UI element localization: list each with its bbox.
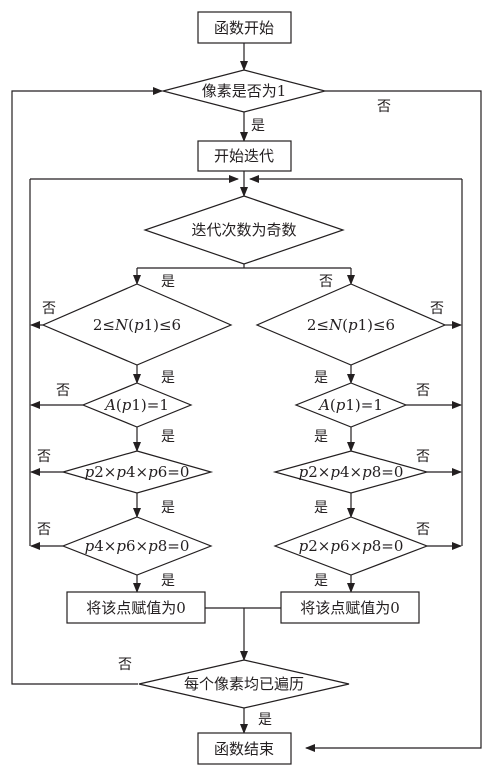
right-decision-p248-text: p2×p4×p8=0 bbox=[299, 463, 404, 481]
end-text: 函数结束 bbox=[214, 740, 274, 758]
label-no-right-a: 否 bbox=[416, 383, 430, 399]
branch-labels: 否 是 是 否 否 是 否 是 否 是 否 是 否 是 否 是 否 是 否 是 … bbox=[37, 99, 444, 728]
label-yes-left-a: 是 bbox=[161, 429, 175, 445]
begin-iteration-text: 开始迭代 bbox=[214, 147, 274, 165]
label-no-pixel-one: 否 bbox=[377, 99, 391, 115]
start-text: 函数开始 bbox=[214, 19, 274, 37]
end-node: 函数结束 bbox=[197, 732, 292, 765]
decision-pixel-one-text: 像素是否为1 bbox=[202, 82, 287, 100]
label-no-iteration-odd: 否 bbox=[319, 274, 333, 290]
label-no-right-n: 否 bbox=[430, 301, 444, 317]
label-no-all-traversed: 否 bbox=[118, 657, 132, 673]
decision-iteration-odd: 迭代次数为奇数 bbox=[143, 195, 345, 265]
left-decision-n-range: 2≤N(p1)≤6 bbox=[41, 283, 233, 366]
label-yes-right-p248: 是 bbox=[314, 500, 328, 516]
label-yes-left-n: 是 bbox=[161, 370, 175, 386]
right-decision-p268: p2×p6×p8=0 bbox=[273, 516, 429, 576]
decision-iteration-odd-text: 迭代次数为奇数 bbox=[191, 221, 296, 239]
label-no-left-p246: 否 bbox=[37, 449, 51, 465]
connectors bbox=[11, 43, 482, 752]
decision-all-traversed-text: 每个像素均已遍历 bbox=[184, 675, 304, 693]
left-decision-p246: p2×p4×p6=0 bbox=[60, 450, 214, 494]
label-yes-right-p268: 是 bbox=[314, 573, 328, 589]
left-decision-a-text: A(p1)=1 bbox=[103, 396, 169, 414]
right-assign-node: 将该点赋值为0 bbox=[280, 591, 420, 624]
left-decision-p468: p4×p6×p8=0 bbox=[61, 516, 213, 576]
left-decision-n-range-text: 2≤N(p1)≤6 bbox=[93, 316, 181, 334]
left-decision-a: A(p1)=1 bbox=[81, 382, 193, 428]
label-yes-right-n: 是 bbox=[314, 370, 328, 386]
left-assign-text: 将该点赋值为0 bbox=[86, 599, 186, 617]
label-yes-iteration-odd: 是 bbox=[161, 274, 175, 290]
start-node: 函数开始 bbox=[197, 11, 292, 44]
label-no-left-n: 否 bbox=[42, 301, 56, 317]
label-yes-left-p468: 是 bbox=[161, 573, 175, 589]
label-no-right-p248: 否 bbox=[416, 449, 430, 465]
label-yes-all-traversed: 是 bbox=[258, 712, 272, 728]
left-decision-p246-text: p2×p4×p6=0 bbox=[85, 463, 190, 481]
right-decision-n-range: 2≤N(p1)≤6 bbox=[255, 283, 447, 366]
label-yes-right-a: 是 bbox=[314, 429, 328, 445]
right-decision-p268-text: p2×p6×p8=0 bbox=[299, 537, 404, 555]
decision-pixel-one: 像素是否为1 bbox=[160, 69, 328, 113]
right-decision-a-text: A(p1)=1 bbox=[317, 396, 383, 414]
label-no-left-p468: 否 bbox=[37, 522, 51, 538]
right-decision-p248: p2×p4×p8=0 bbox=[272, 450, 430, 494]
label-no-left-a: 否 bbox=[56, 383, 70, 399]
right-assign-text: 将该点赋值为0 bbox=[300, 599, 400, 617]
label-yes-pixel-one: 是 bbox=[251, 118, 265, 134]
begin-iteration-node: 开始迭代 bbox=[197, 140, 292, 172]
left-assign-node: 将该点赋值为0 bbox=[66, 591, 206, 624]
left-decision-p468-text: p4×p6×p8=0 bbox=[85, 537, 190, 555]
right-decision-a: A(p1)=1 bbox=[294, 382, 408, 428]
label-no-right-p268: 否 bbox=[416, 522, 430, 538]
decision-all-traversed: 每个像素均已遍历 bbox=[138, 659, 350, 709]
label-yes-left-p246: 是 bbox=[161, 500, 175, 516]
right-decision-n-range-text: 2≤N(p1)≤6 bbox=[307, 316, 395, 334]
